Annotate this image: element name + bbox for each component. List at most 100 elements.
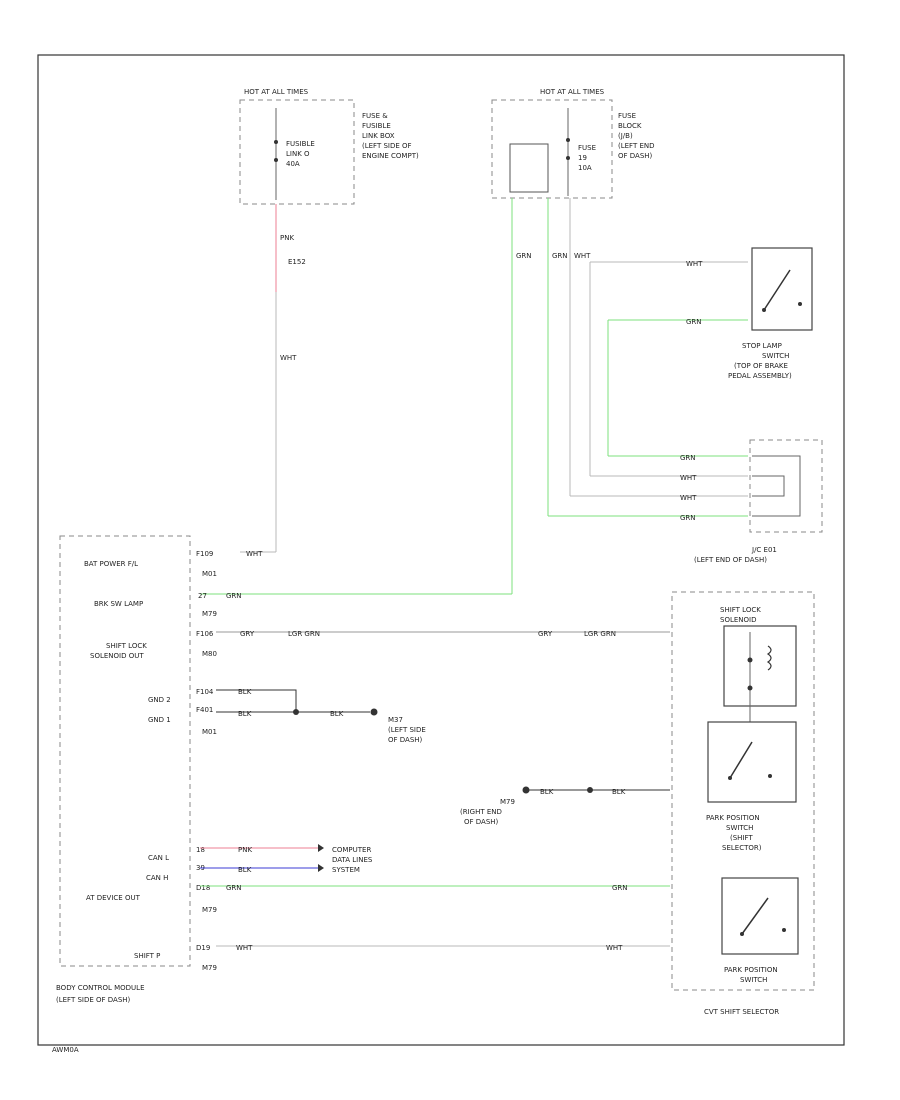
bcm-pin-num-6: 18 [196,846,205,854]
wire-label-grn-at: GRN [226,884,242,892]
wire-label-e152: E152 [288,258,306,266]
bcm-pin-num-2: 27 [198,592,207,600]
cvt-shift-selector-label: CVT SHIFT SELECTOR [704,1008,779,1016]
bcm-pin-gnd2: GND 2 [148,696,171,704]
ground-m79-id: M79 [500,798,515,806]
hot-at-all-times-label: HOT AT ALL TIMES [244,88,309,96]
fuse-block-jb [491,99,613,199]
fuse-label-2: 19 [578,154,587,162]
fuse-block-label-3: (J/B) [618,132,633,140]
wire-label-grn-fb: GRN [516,252,532,260]
ground-m37-label-2: OF DASH) [388,736,423,744]
body-control-module [59,535,191,967]
wire-label-pnk-can: PNK [238,846,252,854]
wire-label-blk-m79: BLK [540,788,554,796]
fusible-link-label-3: 40A [286,160,300,168]
jc-internal-wires [752,455,801,517]
shift-lock-solenoid [723,625,797,707]
ground-junction [293,709,299,715]
stop-lamp-label-3: (TOP OF BRAKE [734,362,788,370]
park-switch-label-2: SWITCH [740,976,767,984]
diagram-frame [37,54,845,1046]
fuse-label-1: FUSE [578,144,596,152]
wire-label-grn-sl: GRN [686,318,702,326]
ground-m37-dot [370,708,378,716]
stop-lamp-label-1: STOP LAMP [742,342,782,350]
bcm-pin-bat-power: BAT POWER F/L [84,560,138,568]
ground-m37-label-1: (LEFT SIDE [388,726,426,734]
fuse-19-dot-bottom [566,156,570,160]
shift-lock-solenoid-label-1: SHIFT LOCK [720,606,761,614]
bcm-conn-1: M01 [202,570,217,578]
park-switch-shift-dot-1 [728,776,732,780]
wire-label-gry-1: GRY [240,630,255,638]
fusible-link-dot-bottom [274,158,278,162]
bcm-pin-shift-p: SHIFT P [134,952,160,960]
fuse-label-3: 10A [578,164,592,172]
bcm-pin-num-4: F104 [196,688,214,696]
ground-m79-dot [522,786,530,794]
stop-lamp-label-4: PEDAL ASSEMBLY) [728,372,792,380]
fuse-fusible-link-box [239,99,355,205]
bcm-conn-5: M79 [202,906,217,914]
fuse-block-label-1: FUSE [618,112,636,120]
wire-label-grn-at-2: GRN [612,884,628,892]
bcm-pin-num-5: F401 [196,706,213,714]
wire-label-wht-fb: WHT [574,252,591,260]
park-switch-shift-label-4: SELECTOR) [722,844,762,852]
park-switch-shift-label-2: SWITCH [726,824,753,832]
bcm-conn-6: M79 [202,964,217,972]
bcm-pin-brk-sw-lamp: BRK SW LAMP [94,600,143,608]
ground-m79-junction [587,787,593,793]
joint-connector [749,439,823,533]
stop-lamp-switch-dot-2 [798,302,802,306]
wire-label-grn-jc4: GRN [680,514,696,522]
can-h-arrow [318,864,324,872]
park-switch-dot-1 [740,932,744,936]
fuse-block-label-2: BLOCK [618,122,642,130]
wire-label-blk-1: BLK [238,688,252,696]
fuse-block-label-5: OF DASH) [618,152,653,160]
bcm-pin-at-device-out: AT DEVICE OUT [86,894,141,902]
fuse-box-label-2: FUSIBLE [362,122,391,130]
fuse-block-inner-box [509,143,549,193]
bcm-pin-num-3: F106 [196,630,214,638]
park-position-switch [721,877,799,955]
wire-label-lgrn-1: LGR GRN [288,630,320,638]
bcm-pin-canl: CAN L [148,854,169,862]
wire-label-wht-jc3: WHT [680,494,697,502]
wire-label-wht-bcm1: WHT [246,550,263,558]
bcm-conn-4: M01 [202,728,217,736]
stop-lamp-switch [751,247,813,331]
bcm-pin-canh: CAN H [146,874,168,882]
bcm-conn-2: M79 [202,610,217,618]
wire-label-grn-jc1: GRN [680,454,696,462]
ground-m37-id: M37 [388,716,403,724]
wire-label-wht-sp: WHT [236,944,253,952]
park-switch-label-1: PARK POSITION [724,966,778,974]
fuse-box-label-3: LINK BOX [362,132,395,140]
wire-label-wht-sp-2: WHT [606,944,623,952]
can-l-arrow [318,844,324,852]
wire-label-wht-1: WHT [280,354,297,362]
bcm-pin-num-1: F109 [196,550,213,558]
park-switch-shift-label-1: PARK POSITION [706,814,760,822]
ground-m79-label-2: OF DASH) [464,818,499,826]
wire-label-grn-fb2: GRN [552,252,568,260]
park-switch-contact [741,897,769,935]
solenoid-dot-1 [747,657,753,663]
bcm-label-2: (LEFT SIDE OF DASH) [56,996,131,1004]
wire-label-wht-jc2: WHT [680,474,697,482]
park-switch-shift-contact [729,741,753,779]
wire-label-grn-bcm: GRN [226,592,242,600]
fusible-link-dot-top [274,140,278,144]
fuse-box-label-5: ENGINE COMPT) [362,152,419,160]
stop-lamp-switch-contact [763,269,791,311]
bcm-pin-gnd1: GND 1 [148,716,171,724]
solenoid-dot-2 [747,685,753,691]
computer-data-lines-2: DATA LINES [332,856,373,864]
fusible-link-label-2: LINK O [286,150,310,158]
bcm-pin-shift-lock-2: SOLENOID OUT [90,652,144,660]
jc-label-1: J/C E01 [751,546,777,554]
